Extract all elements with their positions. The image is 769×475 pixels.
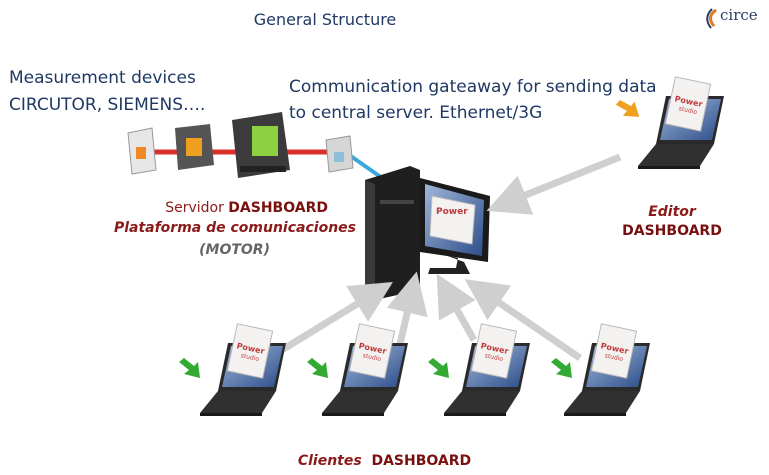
server-label: Servidor DASHBOARD — [0, 200, 328, 216]
circe-logo-icon — [706, 8, 717, 29]
arrow-icon — [307, 358, 328, 378]
editor-dashboard-label: DASHBOARD — [622, 223, 722, 239]
gateway-description-line2: to central server. Ethernet/3G — [289, 103, 543, 123]
measurement-devices-label: Measurement devices — [9, 68, 196, 88]
gateway-description-line1: Communication gateaway for sending data — [289, 77, 657, 97]
servidor-text: Servidor — [165, 200, 224, 216]
gateway-icon — [325, 135, 354, 173]
clients-dashboard-text: DASHBOARD — [371, 453, 472, 469]
editor-label: Editor — [648, 204, 696, 220]
laptop-icon — [321, 323, 409, 417]
arrow-icon — [428, 358, 449, 378]
server-dashboard-text: DASHBOARD — [228, 200, 328, 216]
laptop-icon — [563, 323, 651, 417]
server-pc-icon: Power — [365, 166, 490, 300]
svg-text:Power: Power — [436, 207, 468, 217]
measurement-device-icon — [127, 127, 157, 175]
laptop-icon — [199, 323, 287, 417]
clients-label: Clientes DASHBOARD — [0, 453, 769, 469]
server-motor-label: (MOTOR) — [199, 242, 270, 258]
logo-text: circe — [720, 6, 758, 24]
arrow-icon — [615, 100, 640, 117]
measurement-device-icon — [175, 124, 214, 170]
arrow-icon — [179, 358, 200, 378]
clients-text: Clientes — [297, 453, 362, 469]
laptop-icon — [443, 323, 531, 417]
measurement-brands-label: CIRCUTOR, SIEMENS…. — [9, 95, 206, 115]
page-title: General Structure — [253, 10, 397, 29]
arrow-icon — [551, 358, 572, 378]
measurement-device-icon — [232, 112, 290, 178]
arrow-icon — [270, 153, 622, 361]
server-platform-label: Plataforma de comunicaciones — [113, 220, 356, 236]
